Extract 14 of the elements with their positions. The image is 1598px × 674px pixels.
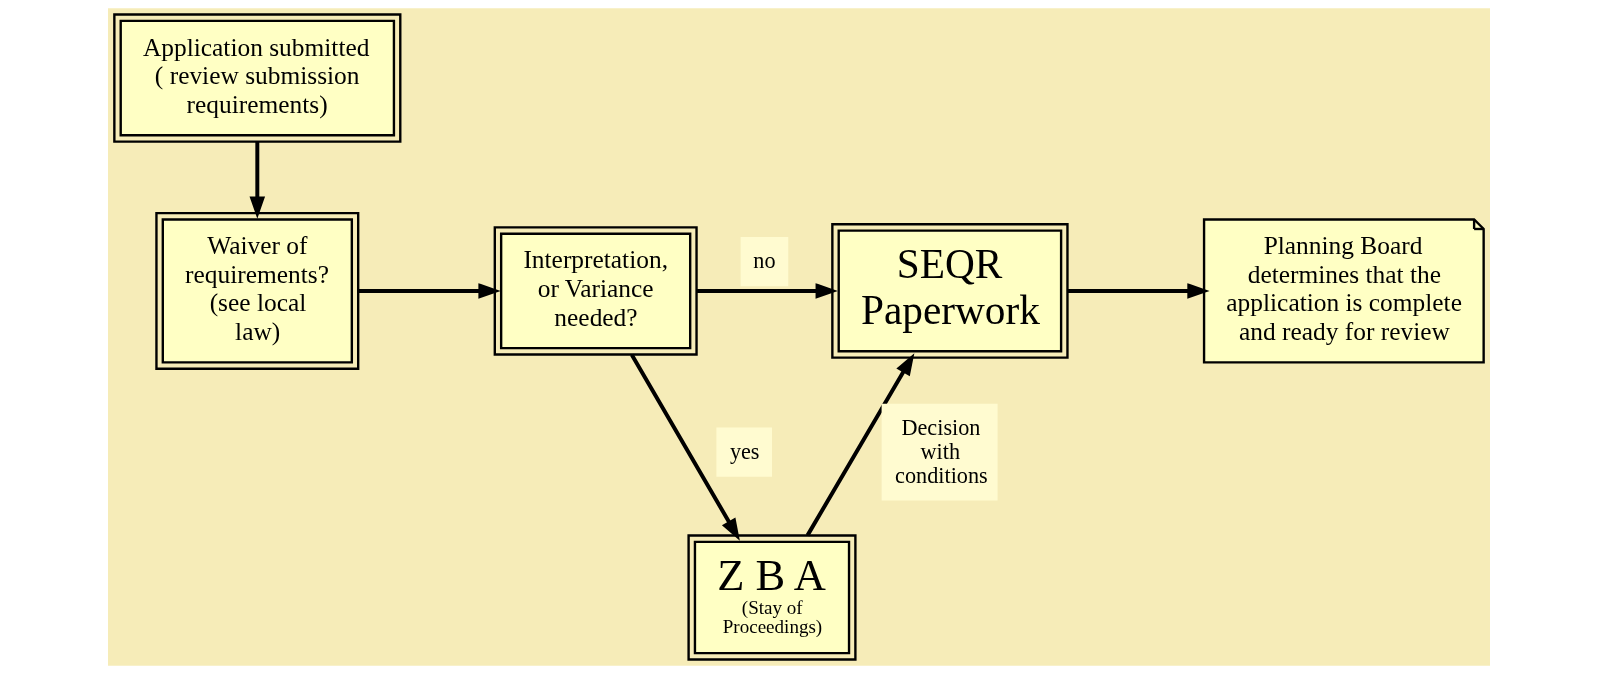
arrow [358,283,501,299]
arrow [249,142,266,219]
arrow [696,283,838,299]
node-box: SEQR Paperwork [831,223,1069,359]
edge-label: no [753,248,776,274]
arrow [630,353,740,541]
node-box: Waiver of requirements? (see local law) [155,211,360,370]
node-box: Z B A (Stay of Proceedings) [687,534,857,661]
node-box: Application submitted ( review submission requirements) [113,13,402,143]
arrow [1067,283,1210,299]
edge-label: Decision with conditions [895,415,988,488]
arrow [805,353,915,537]
node-box: Interpretation, or Variance needed? [493,226,698,356]
edge-label: yes [729,438,760,464]
